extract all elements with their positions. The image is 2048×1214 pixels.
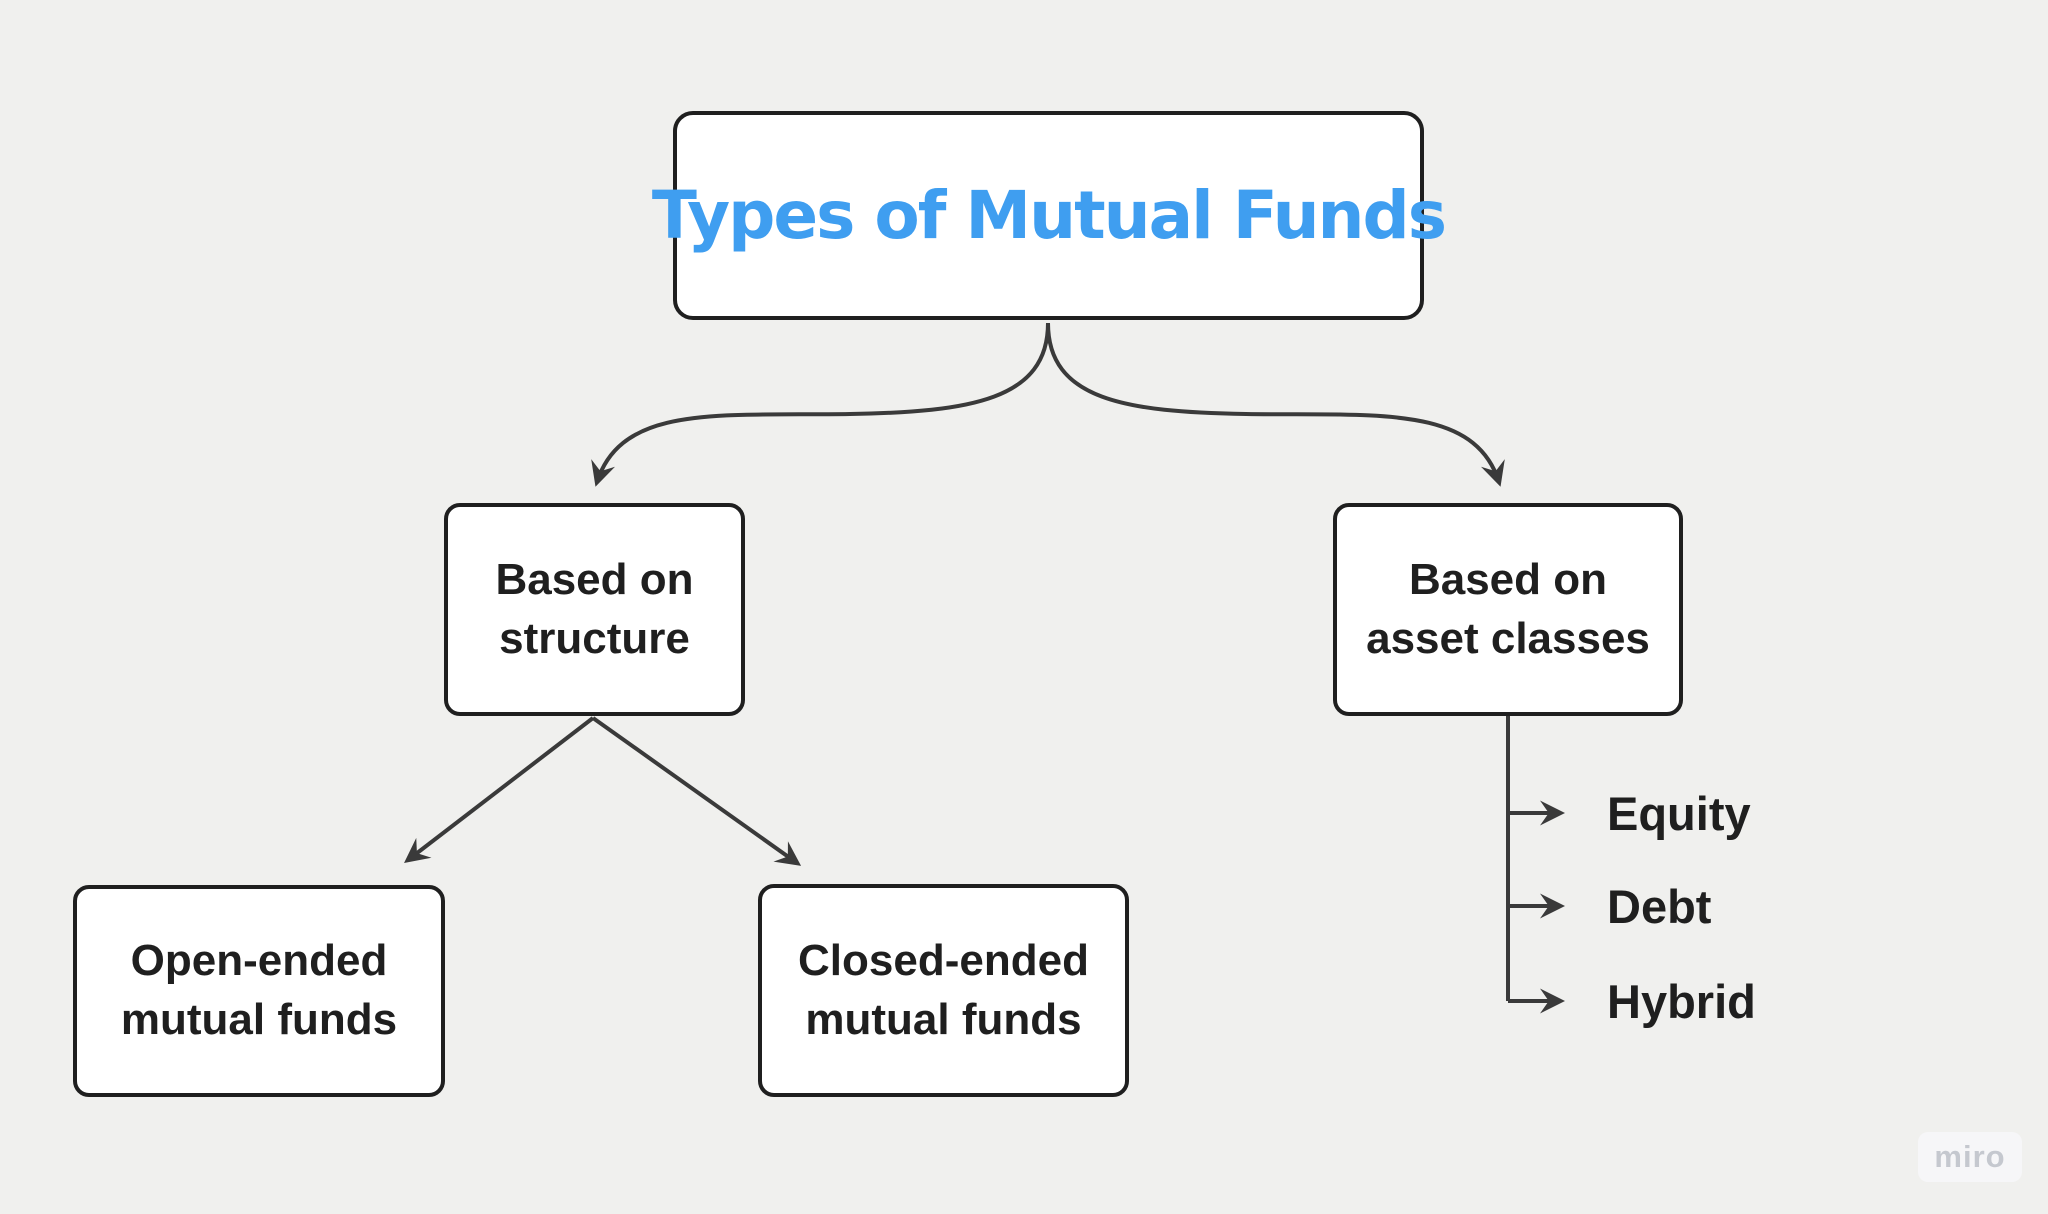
node-based-on-structure-label: Based on structure [495, 554, 694, 663]
miro-watermark[interactable]: miro [1918, 1132, 2022, 1182]
leaf-label-hybrid-text: Hybrid [1607, 974, 1756, 1028]
connector-structure-to-open-ended[interactable] [404, 716, 595, 864]
miro-watermark-label: miro [1934, 1139, 2006, 1174]
node-based-on-asset-classes[interactable]: Based on asset classes [1333, 503, 1683, 716]
leaf-label-debt-text: Debt [1607, 879, 1712, 933]
node-based-on-structure[interactable]: Based on structure [444, 503, 745, 716]
leaf-label-equity-text: Equity [1607, 786, 1751, 840]
connector-structure-to-closed-ended[interactable] [591, 716, 802, 866]
node-open-ended-mutual-funds[interactable]: Open-ended mutual funds [73, 885, 445, 1097]
node-closed-ended-mutual-funds[interactable]: Closed-ended mutual funds [758, 884, 1129, 1097]
connector-root-to-structure[interactable] [591, 322, 1050, 487]
node-types-of-mutual-funds-label: Types of Mutual Funds [651, 177, 1447, 254]
connector-root-to-asset-classes[interactable] [1046, 322, 1505, 487]
leaf-label-debt[interactable]: Debt [1607, 876, 1711, 936]
node-based-on-asset-classes-label: Based on asset classes [1366, 554, 1650, 663]
leaf-label-equity[interactable]: Equity [1607, 783, 1751, 843]
node-open-ended-mutual-funds-label: Open-ended mutual funds [120, 936, 398, 1044]
node-closed-ended-mutual-funds-label: Closed-ended mutual funds [798, 935, 1089, 1044]
leaf-label-hybrid[interactable]: Hybrid [1607, 971, 1756, 1031]
node-types-of-mutual-funds[interactable]: Types of Mutual Funds [652, 111, 1447, 320]
